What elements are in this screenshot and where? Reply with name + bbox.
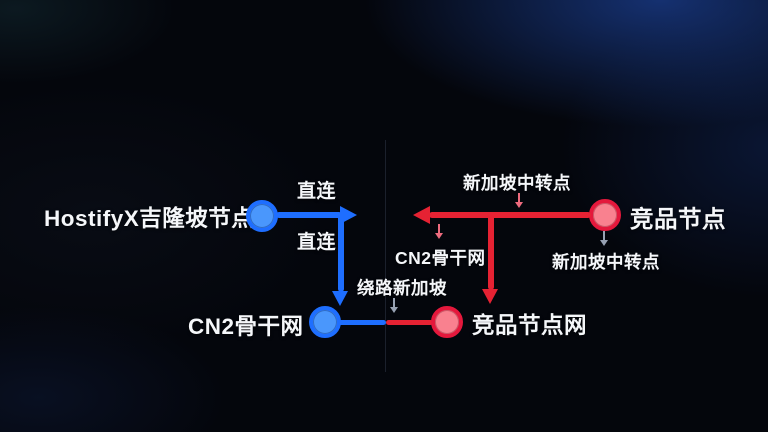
hostify-direct-arrow-shaft-vertical: [338, 214, 344, 292]
cn2-backbone-node-dot: [309, 306, 341, 338]
competitor-node-dot: [589, 199, 621, 231]
singapore-transit-label-bottom: 新加坡中转点: [552, 252, 660, 272]
cn2-backbone-small-label: CN2骨干网: [395, 248, 486, 268]
center-divider-line: [385, 140, 386, 372]
competitor-route-shaft-vertical: [488, 214, 494, 290]
competitor-route-shaft-horizontal: [429, 212, 591, 218]
competitor-network-node-dot: [431, 306, 463, 338]
competitor-route-arrowhead-left: [413, 206, 430, 224]
direct-label-top: 直连: [297, 181, 337, 202]
connector-red-segment: [386, 319, 433, 325]
hostify-direct-arrowhead-down: [332, 291, 348, 306]
competitor-network-label: 竞品节点网: [472, 313, 588, 338]
cn2-pointer-arrow-icon: [434, 224, 444, 240]
singapore-transit-label-top: 新加坡中转点: [463, 173, 571, 193]
competitor-node-label: 竞品节点: [630, 206, 726, 232]
transit-bottom-pointer-arrow-icon: [599, 231, 609, 247]
hostify-node-label: HostifyX吉隆坡节点: [44, 206, 255, 231]
connector-blue-segment: [338, 319, 386, 325]
hostify-node-dot: [246, 200, 278, 232]
hostify-direct-arrowhead-right: [340, 206, 357, 224]
direct-label-side: 直连: [297, 232, 337, 253]
detour-pointer-arrow-icon: [389, 298, 399, 314]
transit-top-pointer-arrow-icon: [514, 193, 524, 209]
cn2-backbone-label: CN2骨干网: [188, 314, 304, 339]
competitor-route-arrowhead-down: [482, 289, 498, 304]
hostify-direct-arrow-shaft-horizontal: [276, 212, 342, 218]
detour-singapore-label: 绕路新加坡: [357, 278, 447, 298]
